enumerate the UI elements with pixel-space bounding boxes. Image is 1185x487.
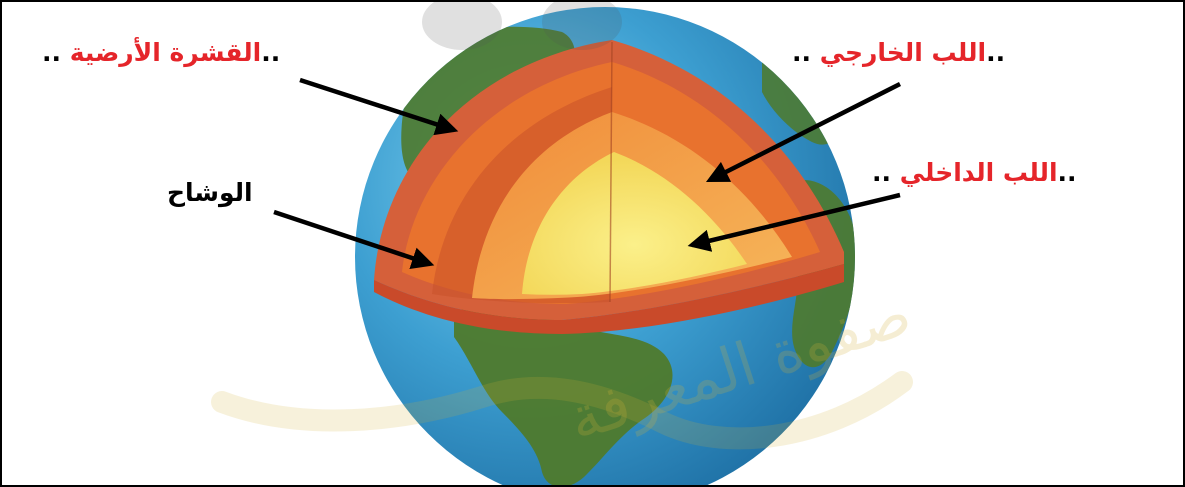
globe	[355, 7, 855, 485]
outer-core-arrow	[705, 81, 902, 183]
cutaway-wedge	[374, 40, 844, 334]
label-outer-core: ..اللب الخارجي ..	[792, 40, 1005, 65]
crust-rim	[374, 264, 844, 334]
watermark-graphic	[211, 2, 913, 450]
mantle-arrow	[273, 209, 435, 269]
label-inner-core-prefix: ..	[1057, 158, 1077, 187]
inner-core-layer	[522, 152, 747, 295]
label-crust: ..القشرة الأرضية ..	[42, 40, 280, 65]
label-outer-core-prefix: ..	[986, 38, 1006, 67]
label-crust-text: القشرة الأرضية	[69, 38, 262, 67]
label-inner-core-suffix: ..	[872, 158, 900, 187]
watermark-circle-right	[542, 2, 622, 50]
watermark-circle-left	[422, 2, 502, 50]
wedge-seam	[609, 41, 613, 303]
label-outer-core-text: اللب الخارجي	[819, 38, 987, 67]
label-mantle: الوشاح	[167, 180, 253, 205]
label-crust-prefix: ..	[261, 38, 281, 67]
continent-south-america	[454, 306, 673, 485]
watermark-stroke	[211, 371, 913, 450]
label-outer-core-suffix: ..	[792, 38, 820, 67]
inner-core-arrow	[687, 192, 901, 252]
label-crust-suffix: ..	[42, 38, 70, 67]
label-inner-core-text: اللب الداخلي	[899, 158, 1058, 187]
crust-arrow	[299, 77, 459, 136]
label-mantle-text: الوشاح	[167, 178, 253, 207]
label-inner-core: ..اللب الداخلي ..	[872, 160, 1077, 185]
arrows	[273, 77, 902, 269]
